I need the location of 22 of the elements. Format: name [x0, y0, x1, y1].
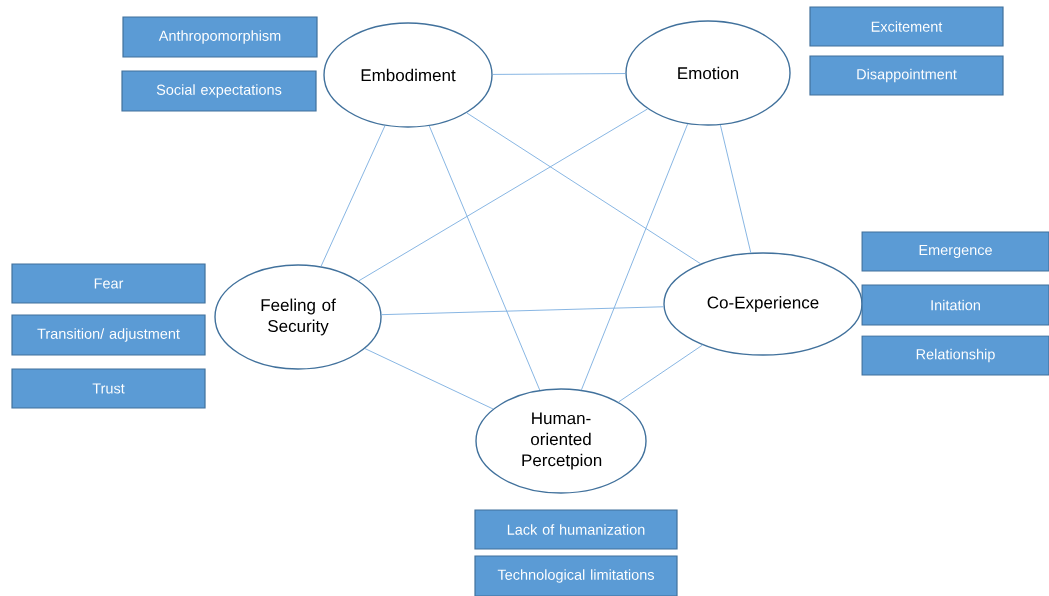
- theme-box: Lack of humanization: [474, 509, 678, 550]
- theme-box: Initation: [861, 284, 1049, 326]
- connector-line: [358, 108, 648, 282]
- connector-line: [581, 123, 689, 391]
- connector-line: [428, 125, 541, 391]
- connector-line: [466, 112, 701, 265]
- theme-box: Fear: [11, 263, 206, 304]
- connector-line: [364, 348, 494, 410]
- theme-box: Anthropomorphism: [122, 16, 318, 58]
- connector-line: [618, 344, 703, 403]
- theme-box: Excitement: [809, 6, 1004, 47]
- connector-line: [719, 124, 752, 254]
- theme-box: Relationship: [861, 335, 1049, 376]
- theme-box: Trust: [11, 368, 206, 409]
- theme-box: Transition/ adjustment: [11, 314, 206, 356]
- connector-line: [381, 306, 664, 316]
- theme-box: Disappointment: [809, 55, 1004, 96]
- theme-box: Technological limitations: [474, 555, 678, 596]
- connector-line: [320, 125, 386, 267]
- connector-line: [492, 73, 626, 75]
- theme-box: Social expectations: [121, 70, 317, 112]
- theme-box: Emergence: [861, 231, 1049, 272]
